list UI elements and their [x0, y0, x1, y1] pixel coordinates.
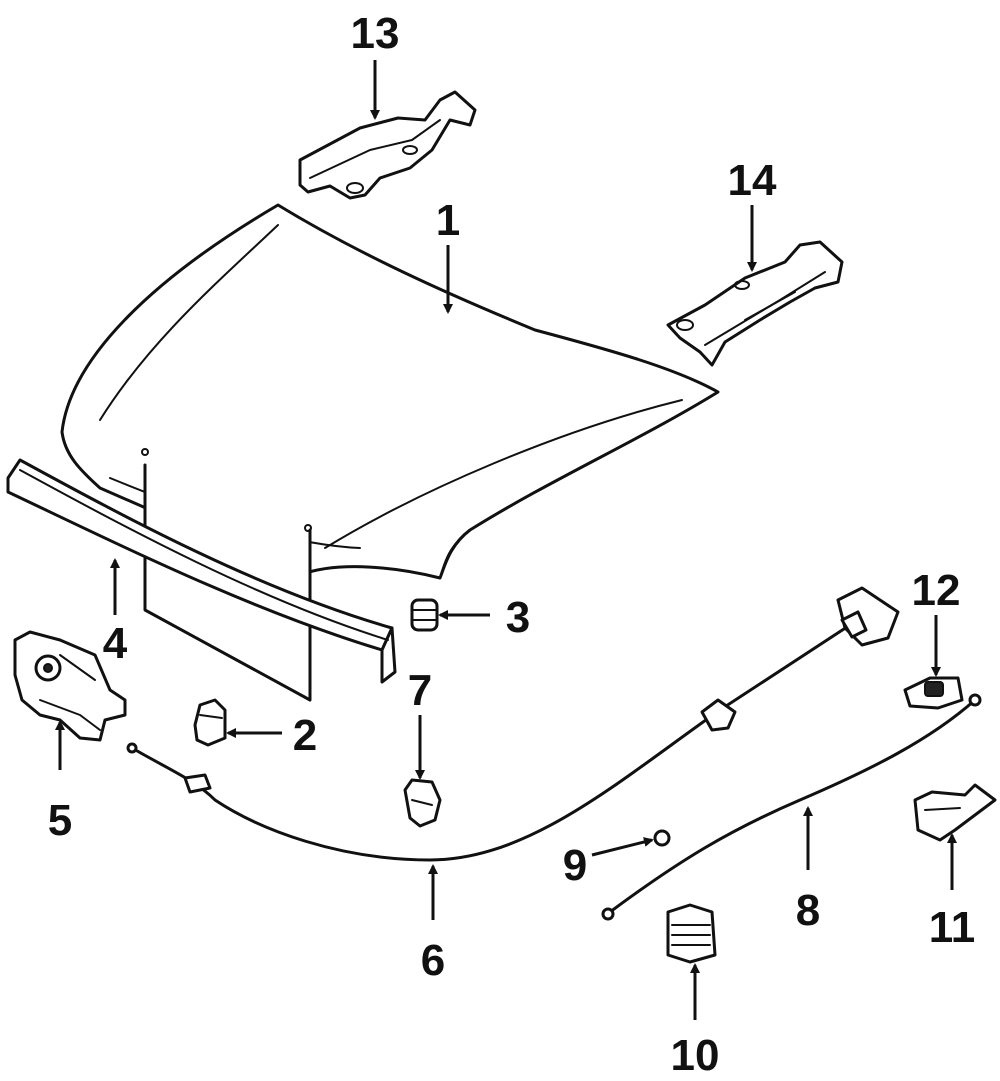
hood-hinge-right: [666, 240, 844, 367]
cable-clip: [403, 778, 442, 828]
callout-7: 7: [408, 666, 432, 715]
callout-1: 1: [436, 196, 460, 245]
callout-11: 11: [929, 903, 976, 952]
grommet: [666, 903, 717, 964]
callout-labels: 13 1 14 3 4 2 5 7 6 9 8 10 11 12: [48, 9, 976, 1080]
callout-14: 14: [728, 156, 777, 205]
prop-rod: [601, 693, 982, 921]
callout-13: 13: [351, 9, 400, 58]
hood-hinge-left: [298, 90, 477, 200]
rod-grommet: [903, 676, 964, 710]
prop-rod-clip: [193, 698, 227, 747]
leader-arrows: [55, 60, 957, 1020]
callout-9: 9: [563, 841, 587, 890]
callout-3: 3: [506, 593, 530, 642]
callout-5: 5: [48, 796, 72, 845]
callout-10: 10: [671, 1031, 720, 1080]
callout-8: 8: [796, 886, 820, 935]
hood-latch: [13, 630, 127, 742]
callout-2: 2: [293, 711, 317, 760]
rod-holder: [913, 783, 997, 842]
leader-9: [591, 837, 654, 857]
callout-6: 6: [421, 936, 445, 985]
callout-12: 12: [912, 566, 961, 615]
nut: [653, 829, 671, 847]
hood-bumper: [410, 598, 439, 632]
hood-front-strip: [6, 458, 397, 684]
release-cable: [126, 586, 900, 862]
callout-4: 4: [103, 619, 128, 668]
